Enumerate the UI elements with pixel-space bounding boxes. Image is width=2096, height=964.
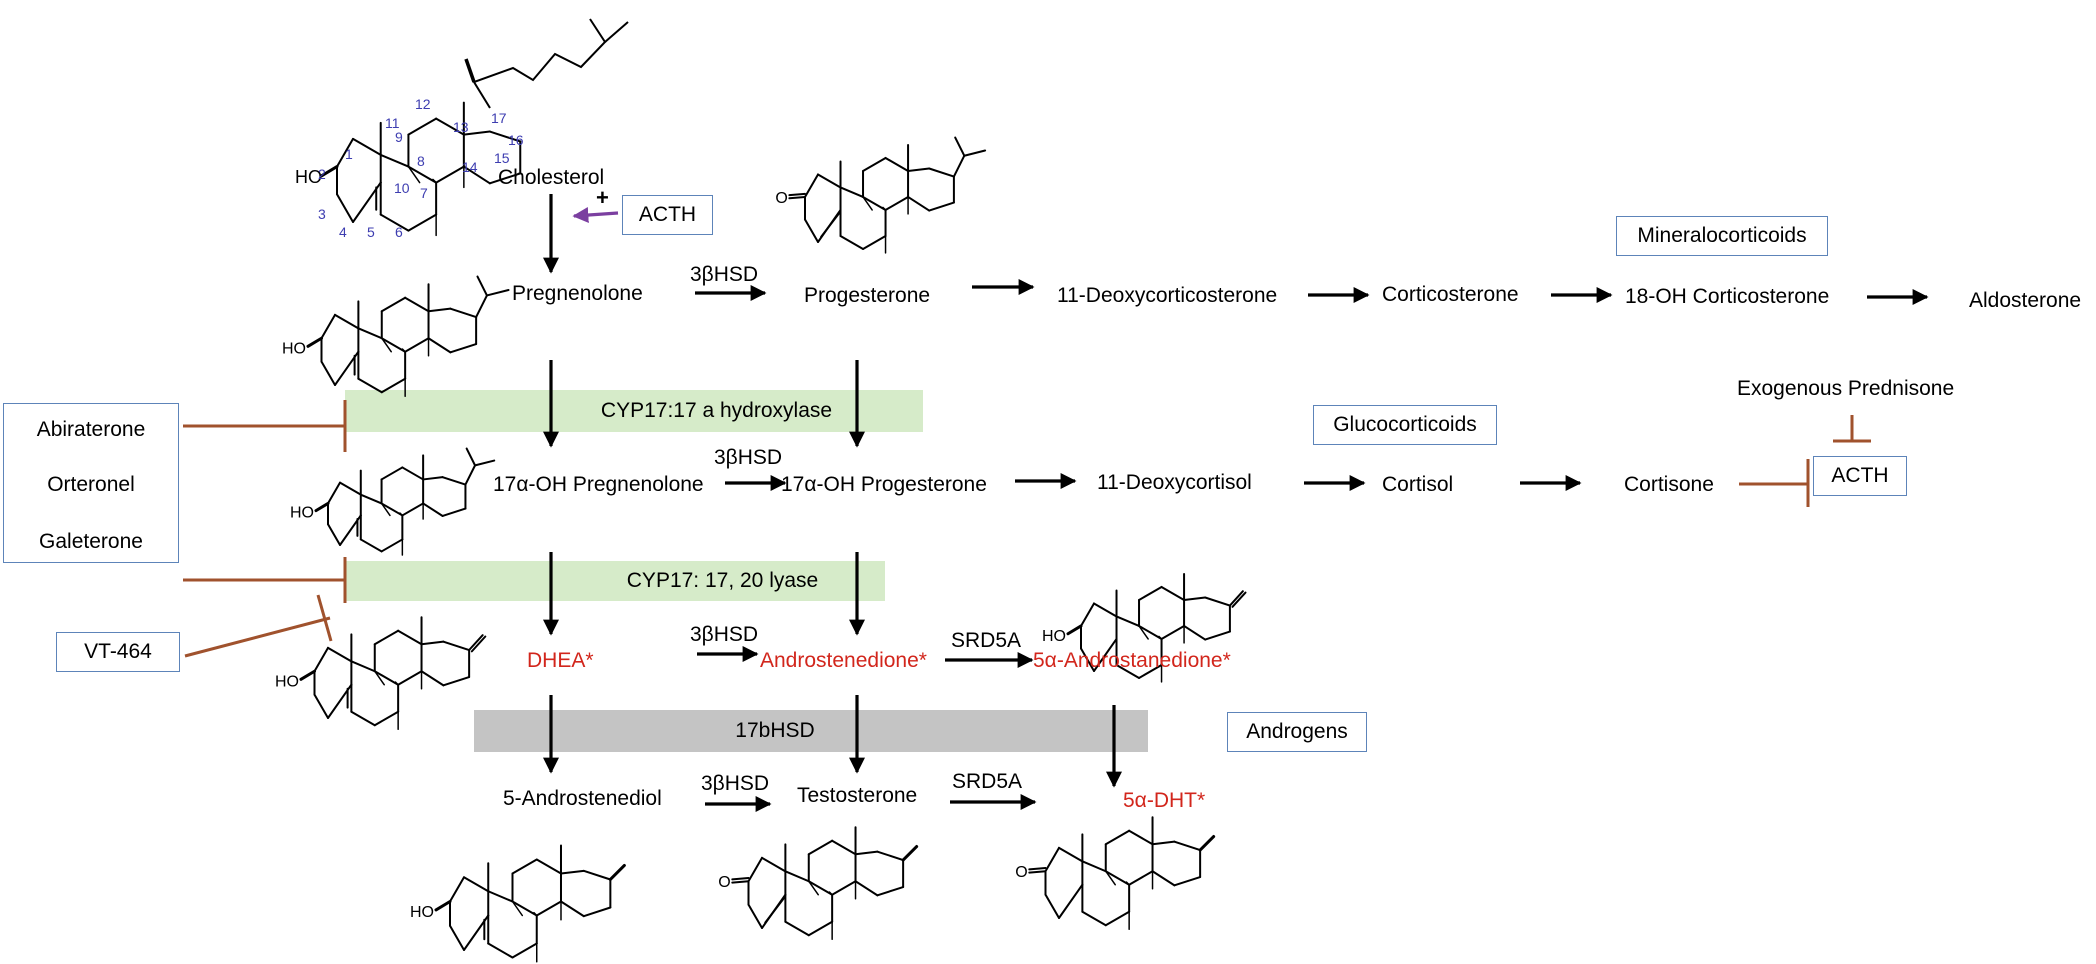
cholesterol-carbon-number: 5	[367, 224, 375, 240]
compound-dhea: DHEA*	[527, 649, 594, 672]
cholesterol-carbon-number: 1	[345, 146, 353, 162]
compound-corticosterone: Corticosterone	[1382, 283, 1519, 306]
enzyme-srd5a-2: SRD5A	[952, 770, 1023, 793]
svg-text:HO: HO	[282, 340, 306, 357]
structure-dhea: HO	[275, 616, 487, 731]
inhibit-bar-vt464	[316, 594, 333, 642]
vertical-arrows	[543, 194, 1122, 788]
compound-11-deoxycortisol: 11-Deoxycortisol	[1097, 471, 1252, 494]
compound-testosterone: Testosterone	[797, 784, 918, 807]
cholesterol-carbon-number: 7	[420, 185, 428, 201]
svg-text:HO: HO	[410, 904, 434, 921]
svg-text:O: O	[718, 874, 730, 891]
acth-plus-sign: +	[596, 185, 609, 210]
cholesterol-carbon-number: 11	[385, 115, 400, 131]
compound-11-deoxycorticosterone: 11-Deoxycorticosterone	[1057, 284, 1278, 307]
cholesterol-carbon-number: 9	[395, 129, 403, 145]
compound-5-androstenediol: 5-Androstenediol	[503, 787, 662, 810]
cholesterol-carbon-number: 6	[395, 224, 403, 240]
svg-text:HO: HO	[295, 167, 322, 187]
hsd17b-band	[474, 710, 1148, 752]
cholesterol-carbon-number: 14	[462, 159, 478, 175]
structure-androstenediol: HO	[410, 844, 626, 963]
structure-17oh-pregnenolone: HO	[290, 447, 496, 556]
drug-abiraterone: Abiraterone	[36, 418, 146, 441]
cyp17-lyase-band	[345, 561, 885, 601]
structure-progesterone: O	[775, 136, 987, 254]
structure-testosterone: O	[718, 826, 919, 941]
compound-progesterone: Progesterone	[804, 284, 931, 307]
compound-17oh-pregnenolone: 17α-OH Pregnenolone	[493, 473, 704, 496]
enzyme-3bhsd-4: 3βHSD	[701, 772, 770, 795]
compound-androstenedione: Androstenedione*	[760, 649, 927, 672]
svg-text:O: O	[1015, 864, 1027, 881]
cholesterol-carbon-number: 15	[494, 150, 510, 166]
compound-aldosterone: Aldosterone	[1969, 289, 2082, 312]
compound-cortisol: Cortisol	[1382, 473, 1454, 496]
inhibit-line-vt464	[184, 616, 331, 658]
compound-cholesterol: Cholesterol	[498, 166, 605, 189]
cholesterol-carbon-number: 13	[453, 119, 469, 135]
svg-text:HO: HO	[275, 673, 299, 690]
cholesterol-carbon-number: 3	[318, 206, 326, 222]
acth-activation-arrow	[572, 207, 619, 224]
cholesterol-side-chain	[464, 18, 629, 109]
cholesterol-carbon-number: 10	[394, 180, 410, 196]
enzyme-3bhsd-2: 3βHSD	[714, 446, 783, 469]
structure-pregnenolone: HO	[282, 275, 510, 398]
cholesterol-carbon-number: 12	[415, 96, 431, 112]
enzyme-srd5a-1: SRD5A	[951, 629, 1022, 652]
inhibitor-drug-box: Abiraterone Orteronel Galeterone	[3, 403, 179, 563]
horizontal-arrows	[695, 279, 1929, 812]
drug-orteronel: Orteronel	[47, 473, 135, 496]
regulator-acth-top: ACTH	[622, 195, 713, 235]
enzyme-17bhsd: 17bHSD	[735, 719, 815, 742]
svg-text:O: O	[775, 190, 787, 207]
drug-galeterone: Galeterone	[39, 530, 143, 553]
svg-text:HO: HO	[290, 505, 314, 522]
cholesterol-carbon-number: 17	[491, 110, 507, 126]
structure-androstanedione: HO	[1042, 572, 1247, 683]
inhibition-lines	[183, 400, 1871, 658]
cholesterol-carbon-number: 4	[339, 224, 347, 240]
compound-17oh-progesterone: 17α-OH Progesterone	[781, 473, 987, 496]
category-glucocorticoids: Glucocorticoids	[1313, 405, 1497, 445]
structure-cholesterol: HO	[295, 101, 522, 237]
compound-cortisone: Cortisone	[1624, 473, 1714, 496]
svg-text:HO: HO	[1042, 628, 1066, 645]
cyp17-hydroxylase-band	[345, 390, 923, 432]
drug-vt-464: VT-464	[56, 632, 180, 672]
category-mineralocorticoids: Mineralocorticoids	[1616, 216, 1828, 256]
enzyme-cyp17-lyase: CYP17: 17, 20 lyase	[626, 569, 819, 592]
enzyme-cyp17-hydroxylase: CYP17:17 a hydroxylase	[600, 399, 833, 422]
structure-dht: O	[1015, 816, 1216, 931]
steroid-structures: HO HO O HO HO HO HO O O	[275, 101, 1247, 963]
category-androgens: Androgens	[1227, 712, 1367, 752]
enzyme-3bhsd-1: 3βHSD	[690, 263, 759, 286]
cholesterol-carbon-number: 2	[318, 166, 326, 182]
regulator-acth-right: ACTH	[1813, 456, 1907, 496]
enzyme-3bhsd-3: 3βHSD	[690, 623, 759, 646]
regulator-exogenous-prednisone: Exogenous Prednisone	[1737, 377, 1955, 400]
compound-5a-dht: 5α-DHT*	[1123, 789, 1206, 812]
compound-pregnenolone: Pregnenolone	[512, 282, 643, 305]
cholesterol-carbon-number: 8	[417, 153, 425, 169]
compound-5a-androstanedione: 5α-Androstanedione*	[1033, 649, 1231, 672]
cholesterol-carbon-number: 16	[508, 132, 524, 148]
compound-18-oh-corticosterone: 18-OH Corticosterone	[1625, 285, 1830, 308]
